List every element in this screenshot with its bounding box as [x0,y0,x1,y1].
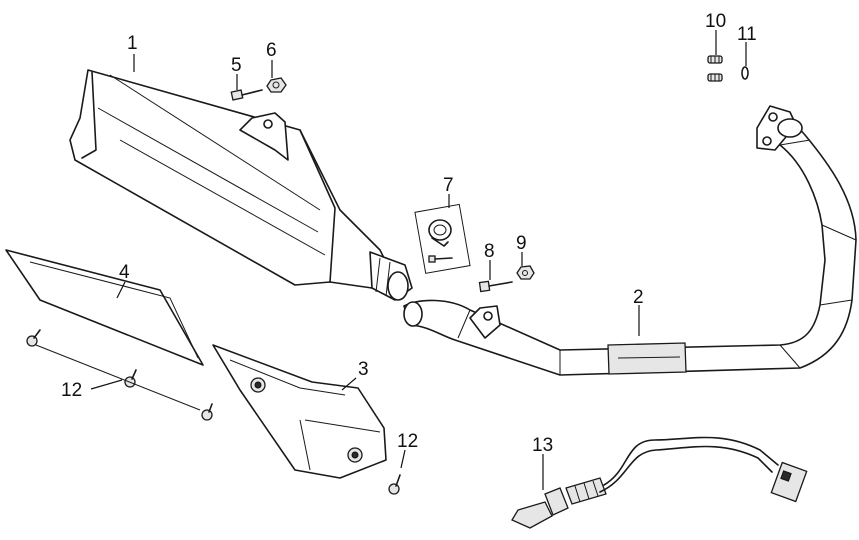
heat-shield-lower [212,344,387,479]
callout-2: 2 [633,287,644,308]
callout-12-right: 12 [397,431,418,452]
callout-labels: 1 5 6 7 8 9 10 11 2 4 3 12 12 13 [61,11,757,456]
exhaust-pipe [403,105,857,376]
o2-sensor [511,436,808,529]
muffler [69,69,413,301]
bolt-5 [230,89,263,101]
callout-12-left: 12 [61,380,82,401]
callout-6: 6 [266,40,277,61]
callout-5: 5 [231,55,242,76]
heat-shield-upper [5,249,204,366]
callout-11: 11 [737,24,757,45]
callout-8: 8 [484,241,495,262]
callout-3: 3 [358,359,369,380]
screws-12 [26,329,401,495]
bolt-8 [478,280,513,293]
callout-7: 7 [443,175,454,196]
callout-13: 13 [532,435,553,456]
leader-lines [90,30,747,490]
stud-10 [707,55,723,82]
nut-6 [266,77,287,93]
callout-10: 10 [705,11,726,32]
callout-4: 4 [119,262,130,283]
gasket-11 [741,66,749,80]
clamp-7 [414,203,471,274]
callout-9: 9 [516,233,527,254]
callout-1: 1 [127,33,138,54]
nut-9 [516,265,535,280]
